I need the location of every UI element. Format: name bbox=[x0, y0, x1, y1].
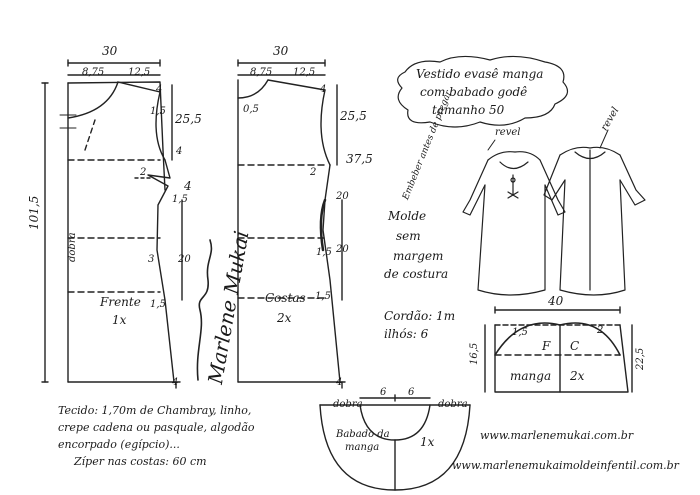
back-hip-4: 4 bbox=[336, 377, 343, 388]
title-line2: com babado godê bbox=[420, 85, 528, 99]
back-ease-2: 2 bbox=[310, 167, 317, 178]
back-neck-depth: 0,5 bbox=[243, 104, 259, 115]
front-count: 1x bbox=[112, 313, 127, 327]
sleeve-count: 2x bbox=[570, 369, 585, 383]
front-name: Frente bbox=[100, 295, 141, 309]
revel-arrow-left bbox=[487, 139, 496, 151]
fabric-line3: encorpado (egípcio)... bbox=[58, 438, 180, 451]
back-hem-15: 1,5 bbox=[315, 291, 331, 302]
title-line1: Vestido evasê manga bbox=[416, 67, 544, 81]
cord-length: Cordão: 1m bbox=[384, 309, 456, 323]
molde-line3: margem bbox=[393, 249, 444, 263]
revel-left-label: revel bbox=[495, 127, 521, 138]
front-top-width: 30 bbox=[102, 44, 118, 58]
back-armhole-total: 37,5 bbox=[346, 152, 373, 166]
back-piece bbox=[237, 59, 346, 389]
sleeve-name: manga bbox=[510, 369, 552, 383]
front-hem-15: 1,5 bbox=[150, 299, 166, 310]
ruffle-width-b: 6 bbox=[408, 387, 415, 398]
back-armhole-depth: 25,5 bbox=[340, 109, 367, 123]
back-top-width: 30 bbox=[273, 44, 289, 58]
front-fold: dobra bbox=[67, 232, 78, 262]
front-armhole-depth: 25,5 bbox=[175, 112, 202, 126]
back-shoulder: 12,5 bbox=[293, 67, 316, 78]
sleeve-width: 40 bbox=[548, 294, 564, 308]
ruffle-piece bbox=[319, 394, 471, 491]
front-neck-depth: 1,5 bbox=[150, 106, 166, 117]
sleeve-back-mark: C bbox=[570, 339, 580, 353]
front-bust-4: 4 bbox=[184, 179, 192, 193]
molde-line4: de costura bbox=[384, 267, 449, 281]
front-shoulder: 12,5 bbox=[128, 67, 151, 78]
back-neck-drop: 4 bbox=[320, 84, 327, 95]
back-hip-20: 20 bbox=[336, 244, 349, 255]
sleeve-total: 22,5 bbox=[635, 347, 646, 370]
back-waist-15: 1,5 bbox=[316, 247, 332, 258]
molde-line1: Molde bbox=[388, 209, 427, 223]
ruffle-label2: manga bbox=[345, 442, 380, 453]
ruffle-width-a: 6 bbox=[380, 387, 387, 398]
back-waist-20: 20 bbox=[336, 191, 349, 202]
back-name: Costas bbox=[265, 291, 306, 305]
fabric-line2: crepe cadena ou pasquale, algodão bbox=[58, 421, 255, 434]
ruffle-count: 1x bbox=[420, 435, 435, 449]
dress-back-illustration bbox=[543, 146, 646, 296]
fabric-line1: Tecido: 1,70m de Chambray, linho, bbox=[58, 404, 252, 417]
ruffle-fold-right: dobra bbox=[438, 399, 468, 410]
back-count: 2x bbox=[277, 311, 292, 325]
url-main[interactable]: www.marlenemukai.com.br bbox=[480, 429, 634, 442]
front-dart-2: 2 bbox=[140, 167, 147, 178]
front-length: 101,5 bbox=[27, 195, 41, 230]
title-line3: tamanho 50 bbox=[432, 103, 505, 117]
dress-front-illustration bbox=[462, 151, 566, 296]
front-neck-drop: 4 bbox=[156, 84, 163, 95]
front-waist-3: 3 bbox=[148, 254, 155, 265]
back-neck-width: 8,75 bbox=[250, 67, 273, 78]
signature-scribble bbox=[196, 239, 213, 381]
ruffle-label1: Babado da bbox=[336, 429, 390, 440]
revel-arrow-right bbox=[599, 129, 609, 149]
sleeve-front-mark: F bbox=[542, 339, 551, 353]
sleeve-cap-15: 1,5 bbox=[512, 327, 528, 338]
sleeve-cap-2: 2 bbox=[597, 325, 604, 336]
url-infantil[interactable]: www.marlenemukaimoldeinfentil.com.br bbox=[452, 459, 679, 472]
front-dart-15: 1,5 bbox=[172, 194, 188, 205]
sleeve-piece bbox=[484, 306, 633, 393]
front-hip-20: 20 bbox=[178, 254, 191, 265]
front-armhole-extra: 4 bbox=[176, 146, 183, 157]
ruffle-fold-left: dobra bbox=[333, 399, 363, 410]
fabric-line4: Zíper nas costas: 60 cm bbox=[74, 455, 207, 468]
front-piece bbox=[41, 59, 183, 389]
front-hip-4: 4 bbox=[172, 377, 179, 388]
eyelets-count: ilhós: 6 bbox=[384, 327, 429, 341]
molde-line2: sem bbox=[396, 229, 421, 243]
sleeve-height: 16,5 bbox=[469, 342, 480, 365]
front-neck-width: 8,75 bbox=[82, 67, 105, 78]
title-cloud bbox=[397, 55, 569, 128]
